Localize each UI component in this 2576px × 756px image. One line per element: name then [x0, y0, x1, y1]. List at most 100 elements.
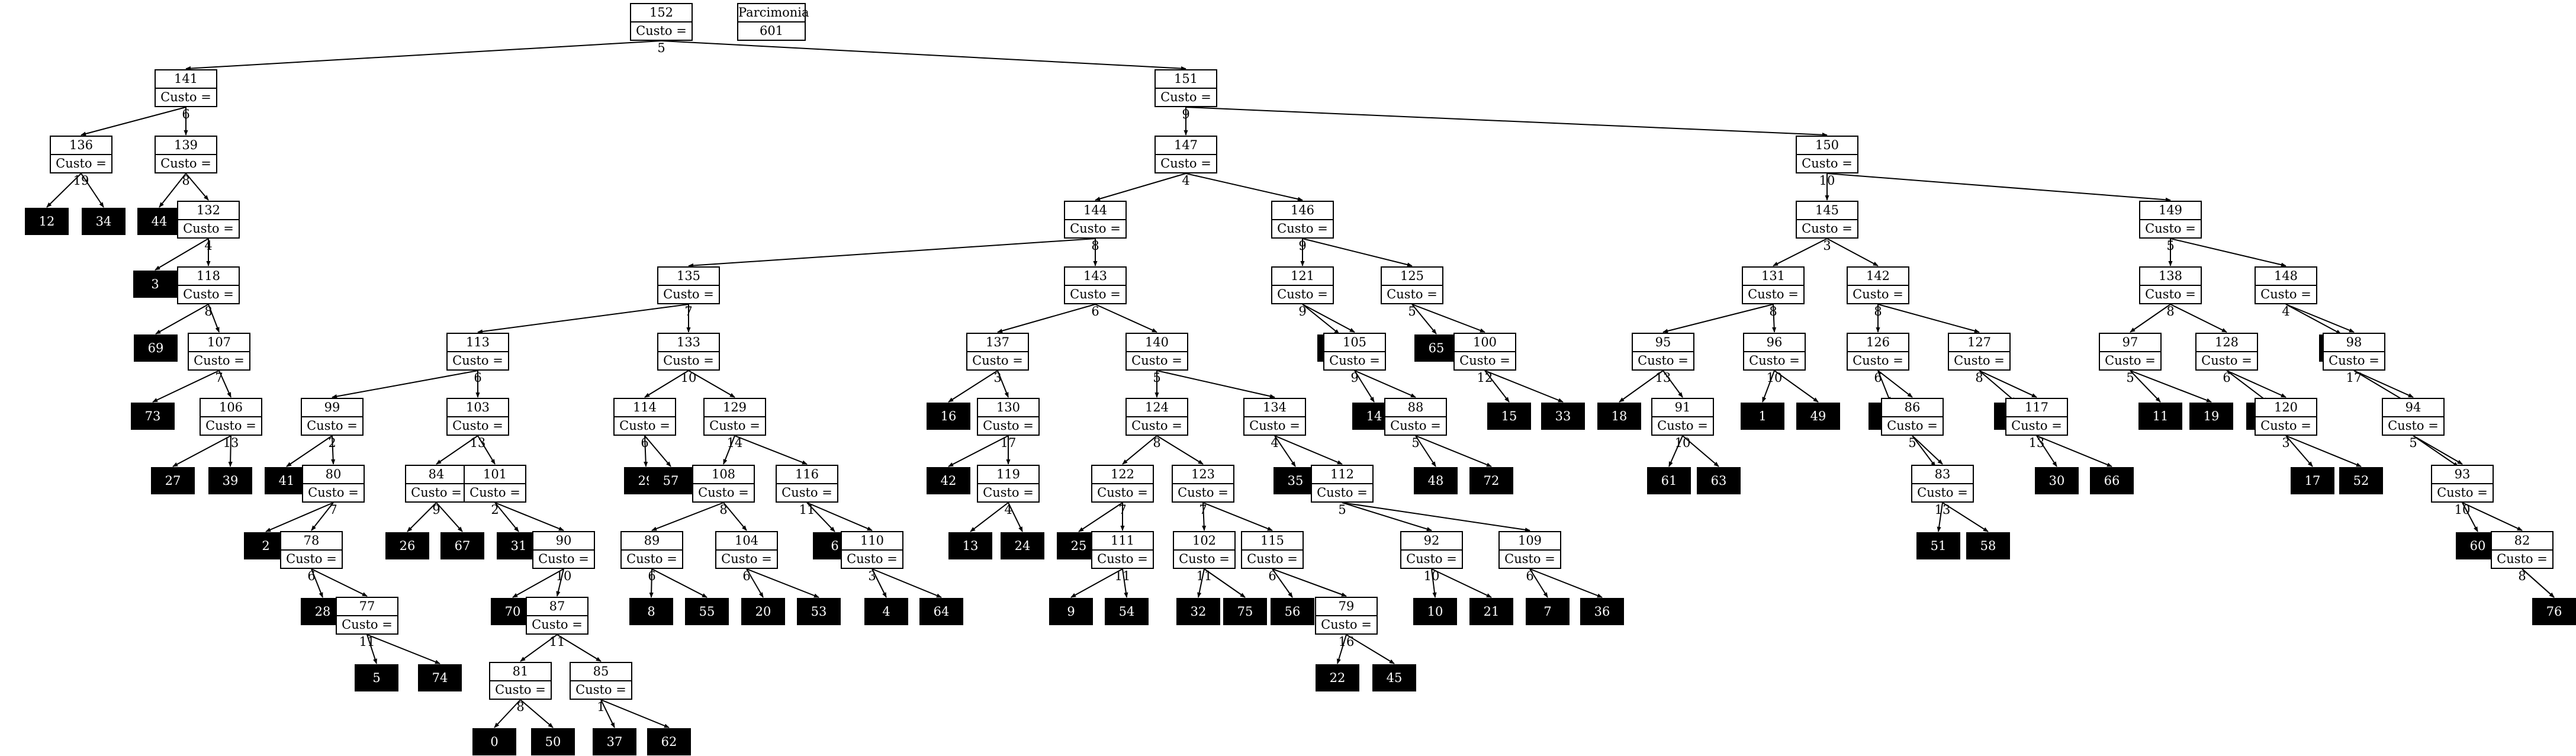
node-label: 132 — [178, 202, 239, 220]
edge-121-105 — [1302, 304, 1355, 333]
leaf-node-44: 44 — [137, 208, 181, 235]
edge-93-82 — [2462, 502, 2523, 531]
edge-92-10 — [1431, 568, 1437, 598]
edge-152-151 — [661, 40, 1186, 71]
leaf-node-62: 62 — [647, 728, 691, 755]
edge-105-88 — [1354, 370, 1416, 398]
edge-107-73 — [152, 370, 220, 403]
node-label: 120 — [2256, 399, 2316, 417]
node-cost: Custo = 6 — [1247, 552, 1298, 583]
node-label: 95 — [1633, 334, 1693, 352]
edge-143-140 — [1095, 304, 1157, 333]
edge-125-100 — [1411, 304, 1485, 333]
node-cost: Custo = 6 — [619, 419, 670, 450]
edge-138-128 — [2170, 304, 2227, 333]
node-label: 94 — [2383, 399, 2443, 417]
edge-137-16 — [948, 370, 998, 403]
leaf-node-17: 17 — [2291, 467, 2334, 494]
leaf-node-37: 37 — [593, 728, 636, 755]
leaf-node-51: 51 — [1916, 532, 1960, 559]
leaf-node-26: 26 — [385, 532, 429, 559]
leaf-node-11: 11 — [2138, 403, 2182, 430]
edge-137-130 — [997, 370, 1009, 398]
leaf-node-73: 73 — [131, 403, 175, 430]
node-cost: Custo = 6 — [721, 552, 772, 583]
node-cost: Custo = 6 — [286, 552, 337, 583]
node-cost: Custo = 7 — [663, 287, 714, 319]
edge-119-24 — [1008, 502, 1023, 532]
edge-81-0 — [494, 699, 521, 728]
node-label: 111 — [1092, 532, 1153, 551]
edge-84-67 — [436, 502, 463, 532]
edge-94-46 — [2413, 435, 2459, 467]
edge-133-129 — [688, 370, 735, 398]
leaf-node-41: 41 — [265, 467, 308, 494]
edge-98-94 — [2353, 370, 2414, 398]
leaf-node-55: 55 — [685, 598, 729, 625]
edge-128-43 — [2226, 370, 2269, 403]
edge-118-69 — [155, 304, 209, 334]
edge-139-44 — [159, 173, 186, 208]
leaf-node-35: 35 — [1273, 467, 1317, 494]
edge-130-42 — [948, 435, 1009, 467]
node-label: 114 — [615, 399, 675, 417]
edge-89-8 — [649, 568, 654, 598]
edge-106-27 — [172, 435, 231, 467]
node-cost: Custo = 11 — [782, 485, 832, 517]
node-label: 110 — [842, 532, 902, 551]
node-label: 104 — [716, 532, 777, 551]
node-cost: Custo = 10 — [663, 353, 714, 385]
edge-141-136 — [81, 107, 186, 136]
edge-123-115 — [1202, 502, 1273, 531]
edge-79-22 — [1336, 634, 1347, 664]
edge-139-132 — [185, 173, 209, 201]
leaf-node-24: 24 — [1001, 532, 1044, 559]
edge-78-28 — [311, 568, 323, 598]
leaf-node-8: 8 — [629, 598, 673, 625]
node-cost: Custo = 4 — [1249, 419, 1300, 450]
edge-109-36 — [1529, 568, 1603, 598]
node-cost: Custo = 6 — [1504, 552, 1555, 583]
edge-120-52 — [2285, 435, 2362, 467]
edge-112-109 — [1342, 502, 1530, 532]
node-cost: Custo = 4 — [183, 221, 234, 253]
edge-101-90 — [494, 502, 564, 531]
node-cost: Custo = 8 — [183, 287, 234, 319]
edge-129-108 — [723, 435, 735, 465]
edge-107-106 — [218, 370, 231, 398]
parsimony-box: Parcimonia 601 — [737, 3, 809, 41]
edge-112-92 — [1342, 502, 1432, 532]
edge-131-96 — [1772, 304, 1777, 333]
leaf-node-57: 57 — [649, 467, 693, 494]
node-label: 139 — [156, 137, 216, 155]
leaf-node-34: 34 — [82, 208, 126, 235]
node-cost: Custo = 8 — [2497, 552, 2548, 583]
node-label: 102 — [1174, 532, 1234, 551]
node-label: 117 — [2006, 399, 2067, 417]
edge-104-53 — [746, 568, 819, 598]
leaf-node-13: 13 — [948, 532, 992, 559]
leaf-node-49: 49 — [1796, 403, 1840, 430]
leaf-node-22: 22 — [1316, 664, 1359, 691]
edge-97-19 — [2130, 370, 2212, 403]
node-cost: Custo = 9 — [1160, 90, 1211, 121]
